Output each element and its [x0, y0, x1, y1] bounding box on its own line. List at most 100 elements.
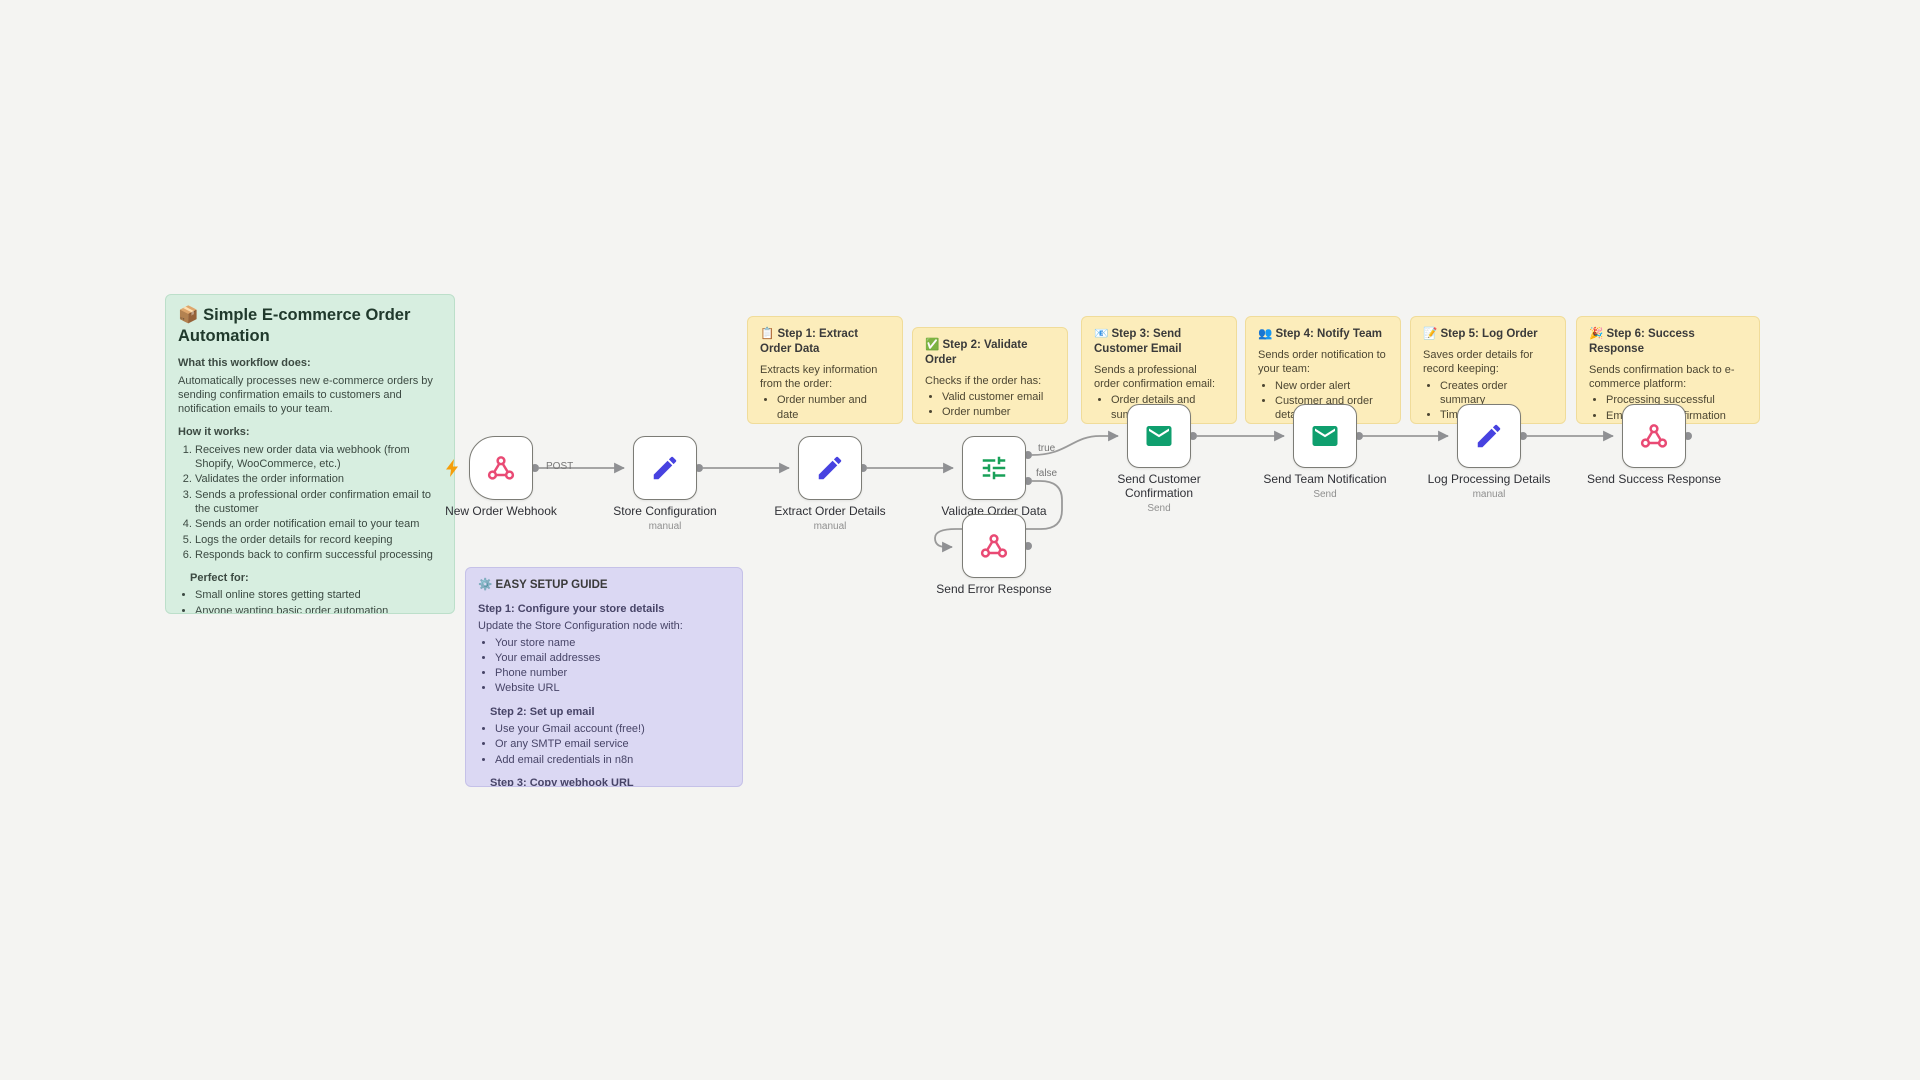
output-port-false[interactable] — [1024, 477, 1032, 485]
node-log-processing-details[interactable]: Log Processing Details manual — [1428, 404, 1550, 500]
node-label: Log Processing Details manual — [1414, 472, 1564, 500]
node-box[interactable] — [798, 436, 862, 500]
sticky-note-step3[interactable]: 📧 Step 3: Send Customer Email Sends a pr… — [1081, 316, 1237, 424]
sticky-title: 🎉 Step 6: Success Response — [1589, 328, 1695, 355]
node-box[interactable] — [1457, 404, 1521, 468]
section-heading: Step 2: Set up email — [490, 705, 595, 718]
node-label: Send Team Notification Send — [1250, 472, 1400, 500]
output-port[interactable] — [1189, 432, 1197, 440]
setup-step1-list: Your store name Your email addresses Pho… — [478, 636, 730, 696]
sticky-note-step5[interactable]: 📝 Step 5: Log Order Saves order details … — [1410, 316, 1566, 424]
node-box[interactable] — [633, 436, 697, 500]
sticky-title: 📝 Step 5: Log Order — [1423, 328, 1538, 340]
node-subtitle: manual — [1472, 488, 1506, 500]
connection-validate-false-senderror[interactable] — [934, 480, 1063, 553]
node-send-team-notification[interactable]: Send Team Notification Send — [1263, 404, 1387, 500]
node-new-order-webhook[interactable]: New Order Webhook — [445, 436, 557, 518]
list-item: Phone number — [495, 666, 730, 680]
output-port[interactable] — [1684, 432, 1692, 440]
respond-webhook-icon — [980, 534, 1008, 558]
sticky-note-step1[interactable]: 📋 Step 1: Extract Order Data Extracts ke… — [747, 316, 903, 424]
output-port-true[interactable] — [1024, 451, 1032, 459]
section-body: Extracts key information from the order: — [760, 363, 878, 391]
pencil-icon — [1477, 424, 1501, 448]
output-port[interactable] — [1355, 432, 1363, 440]
list-item: Receives new order data via webhook (fro… — [195, 443, 442, 472]
list-item: Order total greater than 0 — [942, 421, 1055, 423]
list-item: Validates the order information — [195, 472, 442, 486]
node-validate-order-data[interactable]: Validate Order Data — [941, 436, 1047, 518]
output-port[interactable] — [695, 464, 703, 472]
node-extract-order-details[interactable]: Extract Order Details manual — [774, 436, 886, 532]
section-body: Sends order notification to your team: — [1258, 348, 1386, 376]
output-port[interactable] — [1024, 542, 1032, 550]
step1-list: Order number and date Customer name and … — [760, 393, 890, 423]
list-item: Order number — [942, 405, 1055, 419]
node-subtitle: manual — [648, 520, 682, 532]
list-item: Or any SMTP email service — [495, 737, 730, 751]
node-box[interactable] — [1293, 404, 1357, 468]
list-item: Creates order summary — [1440, 379, 1553, 408]
connection-label-false: false — [1036, 468, 1058, 479]
node-send-success-response[interactable]: Send Success Response — [1587, 404, 1721, 486]
sticky-note-step4[interactable]: 👥 Step 4: Notify Team Sends order notifi… — [1245, 316, 1401, 424]
section-body: Sends a professional order confirmation … — [1094, 363, 1216, 391]
section-body: Sends confirmation back to e-commerce pl… — [1589, 363, 1735, 391]
section-body: Saves order details for record keeping: — [1423, 348, 1534, 376]
list-item: Small online stores getting started — [195, 588, 442, 602]
list-item: Sends a professional order confirmation … — [195, 488, 442, 517]
list-item: Anyone wanting basic order automation — [195, 604, 442, 613]
sticky-title: 📋 Step 1: Extract Order Data — [760, 328, 859, 355]
output-port[interactable] — [531, 464, 539, 472]
connection-validate-true-sendcustomer[interactable] — [1031, 430, 1119, 456]
list-item: Your email addresses — [495, 651, 730, 665]
section-heading: Perfect for: — [190, 572, 249, 585]
lightning-icon[interactable] — [444, 459, 460, 477]
section-heading: Step 1: Configure your store details — [478, 602, 665, 615]
node-store-configuration[interactable]: Store Configuration manual — [613, 436, 717, 532]
list-item: Add email credentials in n8n — [495, 753, 730, 767]
node-box[interactable] — [1127, 404, 1191, 468]
section-body: Automatically processes new e-commerce o… — [178, 374, 433, 416]
pencil-icon — [818, 456, 842, 480]
connection-label-post: POST — [546, 461, 574, 472]
node-box[interactable] — [469, 436, 533, 500]
node-box[interactable] — [1622, 404, 1686, 468]
sticky-note-setup-guide[interactable]: ⚙️ EASY SETUP GUIDE Step 1: Configure yo… — [465, 567, 743, 787]
section-body: Update the Store Configuration node with… — [478, 620, 683, 633]
section-heading: How it works: — [178, 426, 250, 439]
node-send-customer-confirmation[interactable]: Send Customer Confirmation Send — [1117, 404, 1201, 514]
section-heading: Step 3: Copy webhook URL — [490, 776, 634, 787]
sticky-title: 👥 Step 4: Notify Team — [1258, 328, 1383, 340]
node-box[interactable] — [962, 514, 1026, 578]
sticky-note-overview[interactable]: 📦 Simple E-commerce Order Automation Wha… — [165, 294, 455, 614]
sticky-title: ⚙️ EASY SETUP GUIDE — [478, 579, 608, 591]
node-box[interactable] — [962, 436, 1026, 500]
output-port[interactable] — [1519, 432, 1527, 440]
node-send-error-response[interactable]: Send Error Response — [936, 514, 1052, 596]
sticky-note-step2[interactable]: ✅ Step 2: Validate Order Checks if the o… — [912, 327, 1068, 424]
connection-label-true: true — [1038, 443, 1056, 454]
webhook-icon — [487, 456, 515, 480]
list-item: Your store name — [495, 636, 730, 650]
node-label: Send Customer Confirmation Send — [1100, 472, 1218, 514]
sticky-title: 📦 Simple E-commerce Order Automation — [178, 306, 411, 345]
perfect-for-list: Small online stores getting started Anyo… — [178, 588, 442, 613]
section-body: Checks if the order has: — [925, 374, 1042, 387]
step2-list: Valid customer email Order number Order … — [925, 390, 1055, 423]
list-item: Order number and date — [777, 393, 890, 422]
node-subtitle: Send — [1147, 502, 1171, 514]
node-label: Send Success Response — [1586, 472, 1722, 486]
list-item: Processing successful — [1606, 393, 1747, 407]
envelope-icon — [1146, 426, 1172, 446]
node-label: Send Error Response — [936, 582, 1052, 596]
node-label: Extract Order Details manual — [755, 504, 905, 532]
list-item: Valid customer email — [942, 390, 1055, 404]
how-it-works-list: Receives new order data via webhook (fro… — [178, 443, 442, 562]
sticky-title: 📧 Step 3: Send Customer Email — [1094, 328, 1182, 355]
list-item: Website URL — [495, 681, 730, 695]
envelope-icon — [1312, 426, 1338, 446]
sticky-title: ✅ Step 2: Validate Order — [925, 339, 1028, 366]
